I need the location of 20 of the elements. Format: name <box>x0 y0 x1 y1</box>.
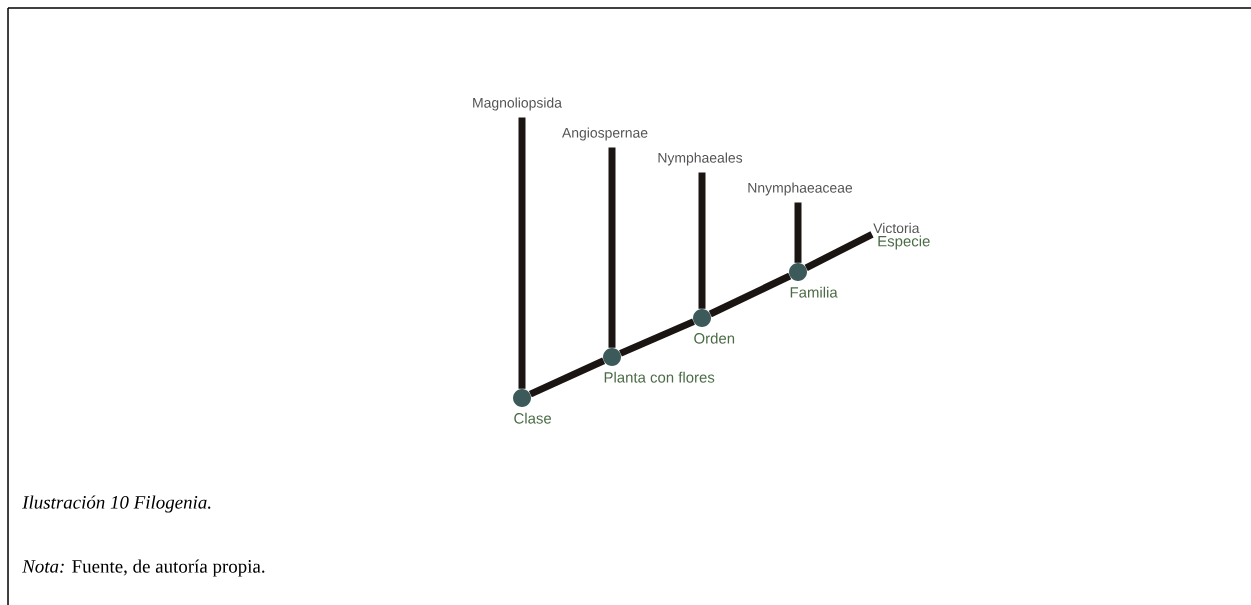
note: Nota: Fuente, de autoría propia. <box>22 559 265 577</box>
clade-node: Familia <box>789 263 838 298</box>
taxon-label: Nymphaeales <box>658 152 743 166</box>
branch-line <box>619 318 695 357</box>
branch-line <box>804 231 874 271</box>
node-label: Orden <box>694 332 735 344</box>
branch-line <box>708 272 792 318</box>
clade-node: Planta con flores <box>603 348 715 383</box>
clade-node: Orden <box>693 309 735 344</box>
node-label: Clase <box>514 412 552 424</box>
caption: Ilustración 10 Filogenia. <box>22 495 211 513</box>
node-label: Familia <box>790 286 838 298</box>
taxon-label: Magnoliopsida <box>473 97 562 111</box>
rank-label: Especie <box>878 235 930 250</box>
branch-line <box>528 357 606 398</box>
taxon-label: Angiospernae <box>562 127 648 141</box>
taxon-label: Nnymphaeaceae <box>748 182 853 196</box>
taxon-label: Victoria <box>873 222 920 234</box>
clade-node: Clase <box>513 389 552 424</box>
node-label: Planta con flores <box>604 371 715 383</box>
